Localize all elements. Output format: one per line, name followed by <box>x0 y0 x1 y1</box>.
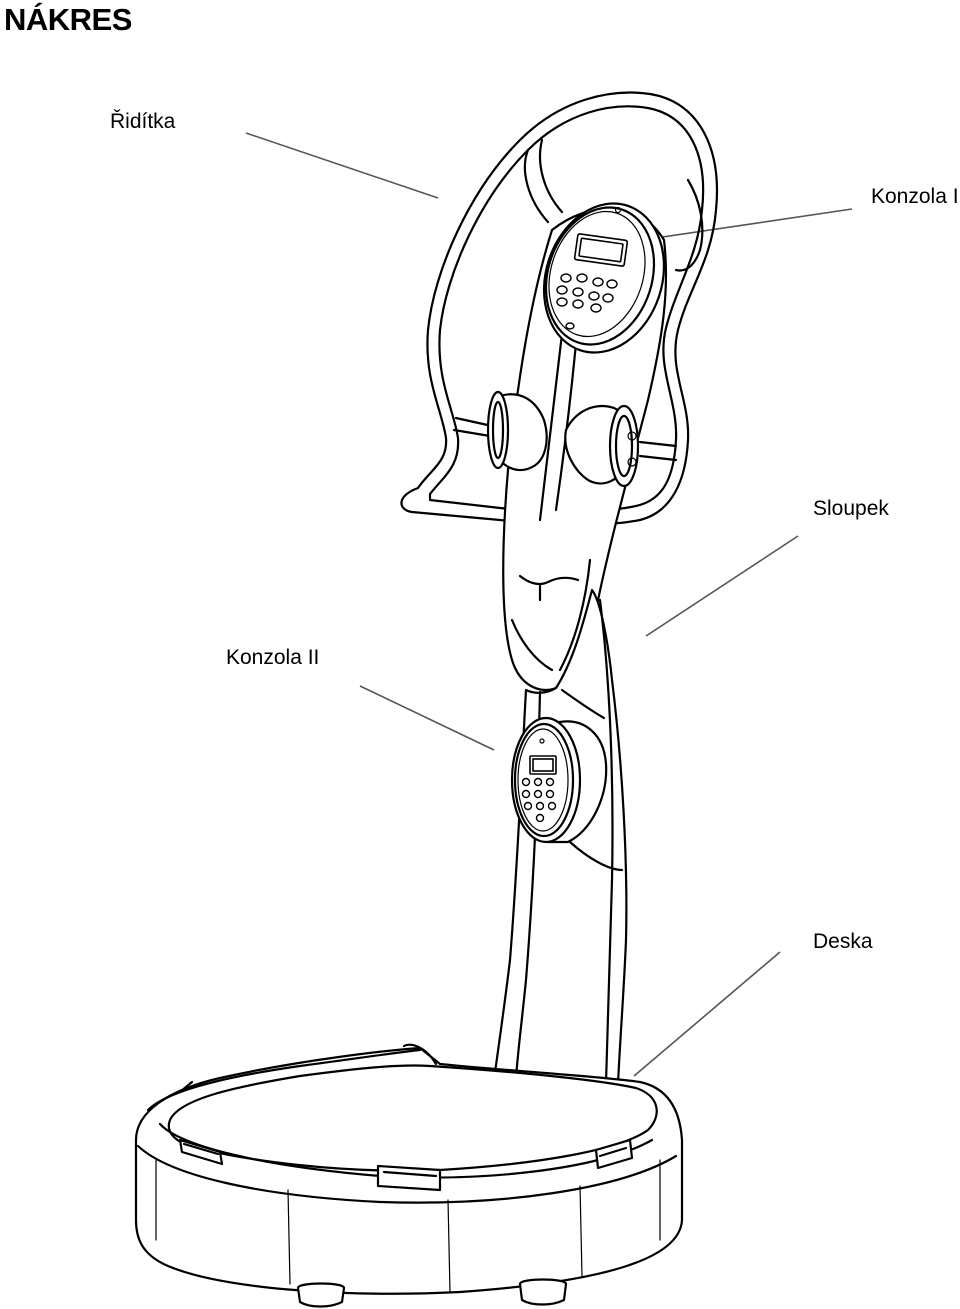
handle-left <box>178 1138 224 1166</box>
leader-lines <box>245 132 853 1077</box>
right-grip <box>564 404 640 488</box>
console-1 <box>542 202 666 354</box>
console-2 <box>510 716 608 844</box>
leader-handlebars <box>245 132 439 199</box>
leader-column <box>645 535 799 637</box>
feet <box>296 1278 568 1308</box>
handle-center <box>376 1164 442 1192</box>
label-plate: Deska <box>813 930 873 953</box>
handlebars <box>400 91 718 526</box>
console-2-keypad <box>521 777 557 823</box>
leader-plate <box>633 951 781 1077</box>
label-console-1: Konzola I <box>871 185 959 208</box>
base-plate <box>134 1043 684 1308</box>
label-handlebars: Řidítka <box>110 110 176 133</box>
left-grip <box>486 390 548 472</box>
label-console-2: Konzola II <box>226 646 320 669</box>
page-title: NÁKRES <box>4 2 132 37</box>
handle-right <box>594 1138 634 1170</box>
leader-console-2 <box>359 685 495 751</box>
console-1-keypad <box>556 273 618 330</box>
label-column: Sloupek <box>813 497 889 520</box>
